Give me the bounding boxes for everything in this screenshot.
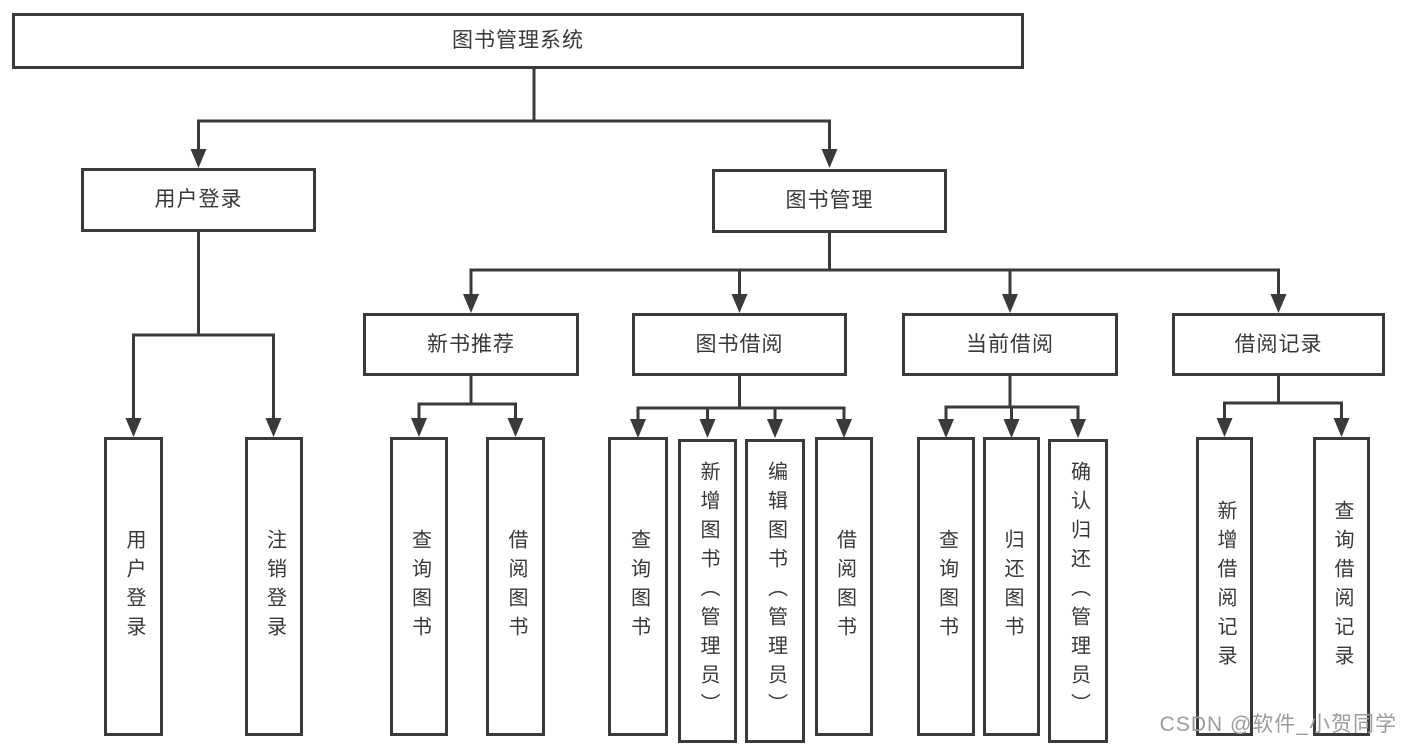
node-user-login: 用户登录 <box>81 168 316 232</box>
leaf-br-add-record: 新增借阅记录 <box>1196 437 1253 736</box>
leaf-br-query-record: 查询借阅记录 <box>1313 437 1370 736</box>
leaf-bb-edit-books-admin: 编辑图书（管理员） <box>745 439 805 743</box>
leaf-user-login: 用户登录 <box>104 437 163 736</box>
node-root: 图书管理系统 <box>12 13 1024 69</box>
leaf-bb-add-books-admin: 新增图书（管理员） <box>678 439 737 743</box>
leaf-bb-query-books: 查询图书 <box>608 437 668 736</box>
leaf-bb-borrow-books: 借阅图书 <box>815 437 873 736</box>
leaf-cb-query-books: 查询图书 <box>917 437 975 736</box>
node-book-borrow: 图书借阅 <box>632 313 847 376</box>
leaf-logout: 注销登录 <box>245 437 303 736</box>
node-borrow-records: 借阅记录 <box>1172 313 1385 376</box>
node-current-borrow: 当前借阅 <box>902 313 1118 376</box>
leaf-nb-query-books: 查询图书 <box>390 437 448 736</box>
leaf-cb-confirm-return-admin: 确认归还（管理员） <box>1048 439 1108 743</box>
node-book-mgmt: 图书管理 <box>712 169 947 233</box>
node-new-books: 新书推荐 <box>363 313 579 376</box>
watermark: CSDN @软件_小贺同学 <box>1159 713 1397 736</box>
leaf-cb-return-books: 归还图书 <box>983 437 1040 736</box>
leaf-nb-borrow-books: 借阅图书 <box>486 437 545 736</box>
